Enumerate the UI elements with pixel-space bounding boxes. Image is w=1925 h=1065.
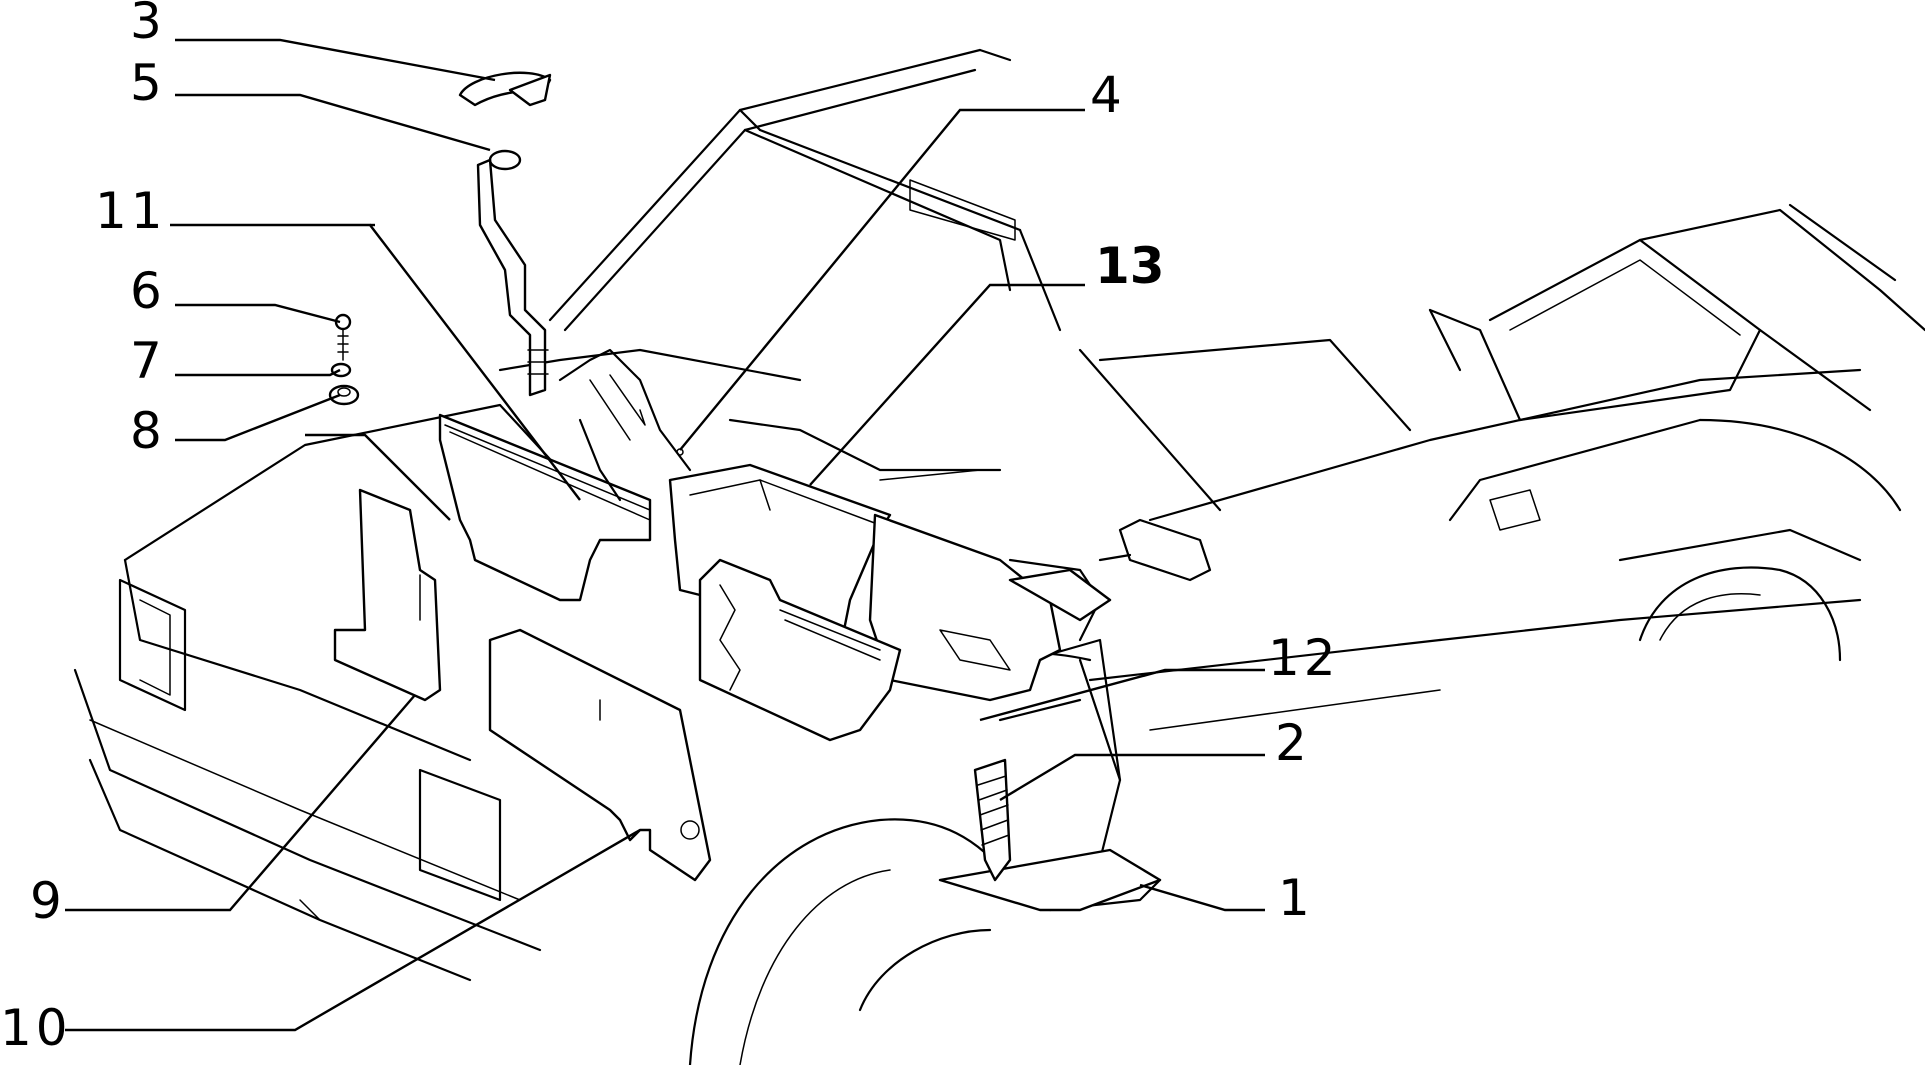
car-body-outline [73,48,1925,1065]
callout-labels: 3 5 11 6 7 8 9 10 4 13 12 2 1 [0,0,1340,1057]
part-1-plate [938,848,1162,912]
part-10-lower-panel [488,628,712,882]
callout-4: 4 [1090,66,1126,124]
callout-13: 13 [1095,237,1165,295]
callout-8: 8 [130,402,166,460]
callout-10: 10 [0,999,72,1057]
callout-12: 12 [1268,629,1340,687]
callout-11: 11 [95,182,167,240]
part-7-washer [330,362,352,378]
callout-7: 7 [130,332,166,390]
callout-5: 5 [130,54,166,112]
part-2-threaded-stud [973,758,1012,882]
callout-1: 1 [1278,869,1314,927]
part-8-grommet [328,384,360,406]
part-4-bulkhead-bracket [558,348,692,502]
part-5-filler-hose [476,149,549,397]
leader-lines [65,38,1265,1032]
part-3-clamp-band [458,71,552,107]
callout-3: 3 [130,0,166,50]
part-12-lower-shield [698,558,902,742]
callout-6: 6 [130,262,166,320]
callout-2: 2 [1275,714,1311,772]
part-13-plenum-box [668,463,1112,702]
callout-9: 9 [30,872,66,930]
part-9-side-panel [333,488,442,702]
part-11-upper-panel [438,413,652,602]
